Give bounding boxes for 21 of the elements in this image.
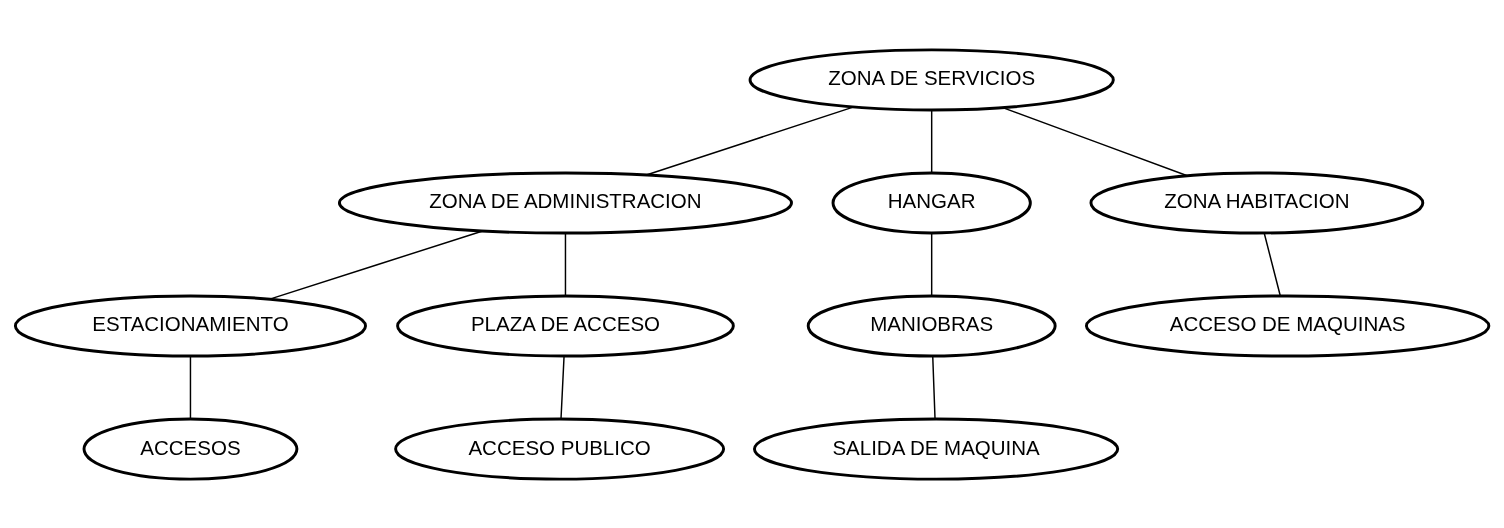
- connector: [189, 355, 192, 420]
- node-ellipse: ZONA DE SERVICIOS: [748, 47, 1115, 111]
- connector: [930, 232, 933, 296]
- connector: [1263, 232, 1281, 296]
- connector: [269, 229, 484, 300]
- connector: [932, 355, 936, 420]
- node-ellipse: ZONA HABITACION: [1089, 170, 1425, 234]
- connector: [560, 355, 565, 420]
- node-ellipse: ACCESO DE MAQUINAS: [1084, 294, 1491, 358]
- connector: [646, 105, 854, 175]
- node-ellipse: ACCESO PUBLICO: [394, 417, 726, 481]
- node-ellipse: SALIDA DE MAQUINA: [753, 417, 1120, 481]
- node-ellipse: PLAZA DE ACCESO: [396, 294, 735, 358]
- node-ellipse: ZONA DE ADMINISTRACION: [337, 170, 793, 234]
- connector: [1001, 106, 1188, 176]
- node-ellipse: MANIOBRAS: [806, 294, 1057, 358]
- node-ellipse: ACCESOS: [82, 417, 299, 481]
- node-ellipse: ESTACIONAMIENTO: [13, 294, 367, 358]
- connector: [930, 109, 933, 173]
- node-ellipse: HANGAR: [831, 170, 1032, 234]
- connector: [564, 232, 567, 296]
